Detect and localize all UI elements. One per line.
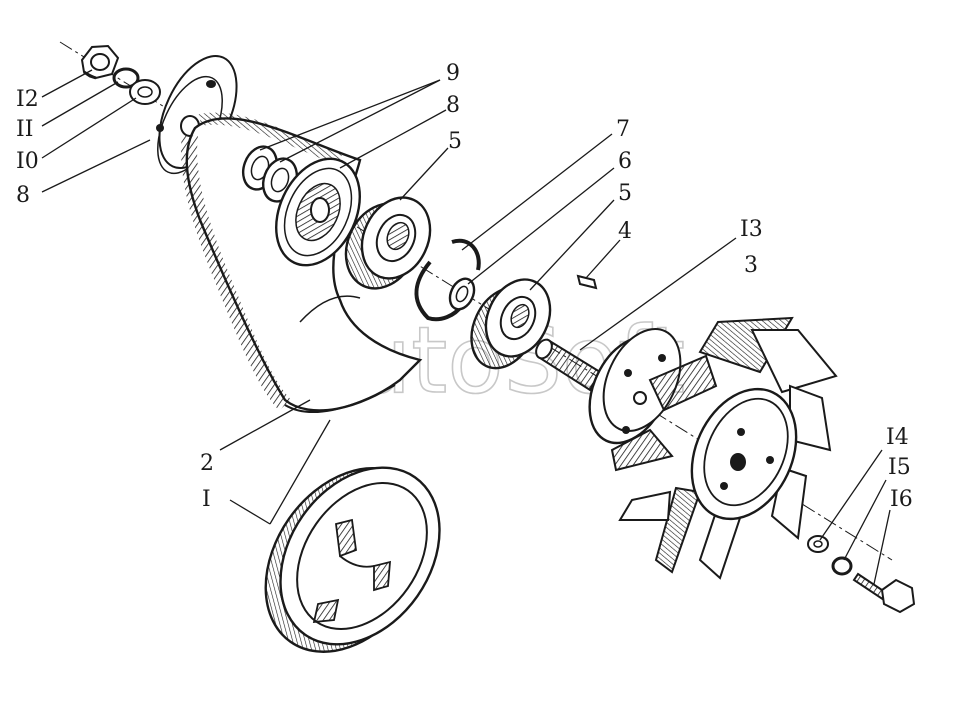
shaft-hub-part-13 — [535, 327, 682, 445]
callout-10: I0 — [16, 149, 39, 174]
crankshaft-pulley-part-1 — [264, 466, 441, 653]
lock-washer-part-15 — [831, 556, 853, 576]
callout-1: I — [202, 487, 211, 512]
key-part-4 — [576, 274, 598, 290]
callout-9: 9 — [446, 61, 460, 86]
callout-14: I4 — [886, 425, 909, 450]
washer-part-14 — [807, 535, 829, 553]
callout-15: I5 — [888, 455, 911, 480]
callout-8-left: 8 — [16, 183, 30, 208]
callout-8-right: 8 — [446, 93, 460, 118]
fan-impeller-part-3 — [610, 316, 838, 580]
callout-11: II — [16, 117, 33, 142]
callout-16: I6 — [890, 487, 913, 512]
callout-labels: I2 II I0 8 9 8 5 7 6 5 4 I3 3 2 I I4 I5 … — [16, 61, 913, 512]
ball-bearing-part-5-lower — [470, 278, 552, 370]
retaining-ring-part-7 — [414, 238, 481, 322]
callout-5-lower: 5 — [618, 181, 632, 206]
leader-lines — [41, 69, 891, 585]
callout-3: 3 — [744, 253, 758, 278]
callout-13: I3 — [740, 217, 763, 242]
callout-5-upper: 5 — [448, 129, 462, 154]
spacer-sleeve-part-6 — [448, 277, 476, 311]
callout-6: 6 — [618, 149, 632, 174]
callout-12: I2 — [16, 87, 39, 112]
callout-4: 4 — [618, 219, 632, 244]
spring-washer-part-11 — [112, 67, 140, 89]
flat-washer-part-10 — [129, 79, 161, 105]
bolt-part-16 — [852, 572, 916, 614]
callout-2: 2 — [200, 451, 214, 476]
ball-bearing-part-5-upper — [344, 196, 432, 290]
pulley-half-part-8-rear — [275, 157, 361, 267]
callout-7: 7 — [616, 117, 630, 142]
